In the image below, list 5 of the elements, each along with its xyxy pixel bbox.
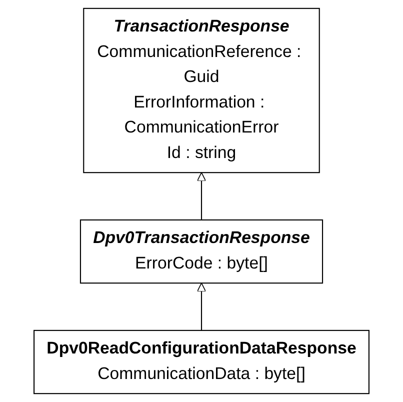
node-box: Dpv0ReadConfigurationDataResponse CommunicationData : byte[] (34, 330, 370, 394)
node-box: Dpv0TransactionResponse ErrorCode : byte[] (80, 219, 324, 284)
node-box: TransactionResponse CommunicationReference : Guid ErrorInformation : CommunicationError Id : string (83, 8, 320, 174)
arrow (196, 172, 206, 220)
arrow (196, 282, 206, 330)
